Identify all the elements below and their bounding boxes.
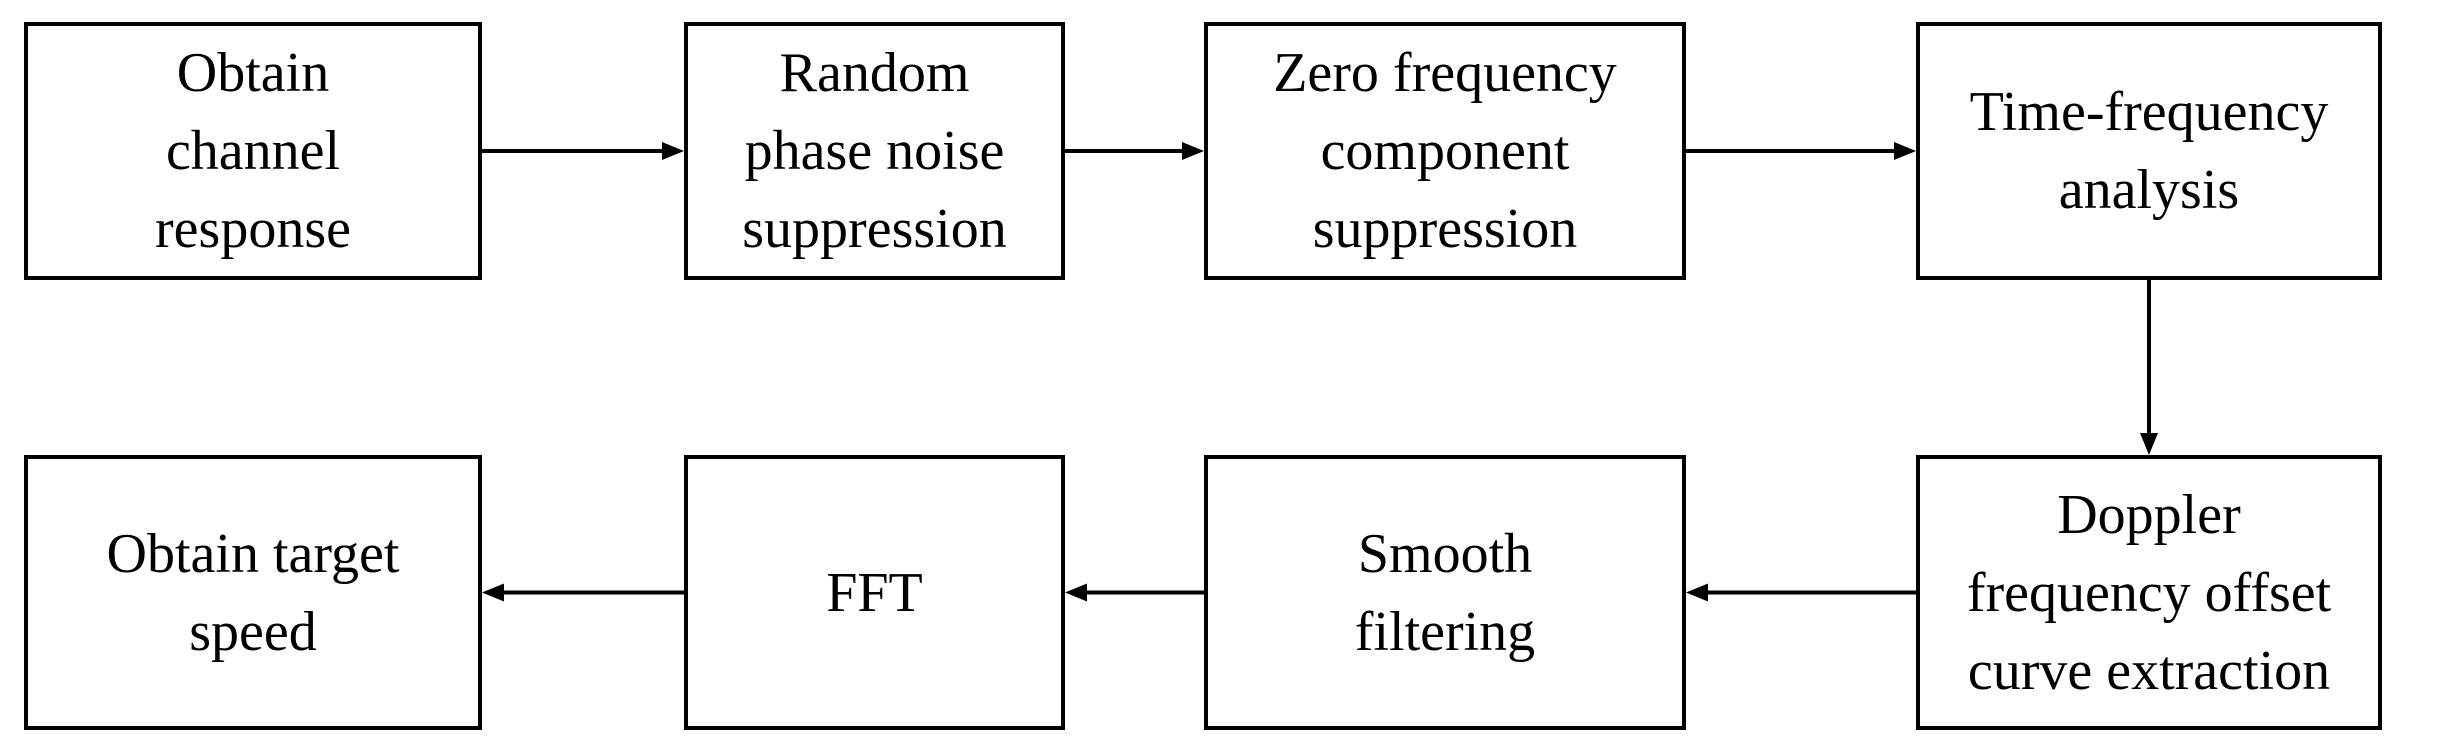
- arrowhead: [1182, 142, 1204, 160]
- node-label-line: speed: [189, 600, 317, 663]
- node-label-line: filtering: [1354, 600, 1536, 663]
- node-label-line: curve extraction: [1967, 639, 2331, 702]
- node-doppler-frequency-offset-curve-extraction: Doppler frequency offset curve extractio…: [1916, 455, 2382, 730]
- node-obtain-target-speed: Obtain target speed: [24, 455, 482, 730]
- node-label-line: analysis: [2058, 159, 2240, 221]
- node-label-line: Smooth: [1357, 522, 1533, 585]
- node-label-line: Zero frequency: [1273, 42, 1617, 104]
- node-smooth-filtering: Smooth filtering: [1204, 455, 1686, 730]
- node-label-line: Time-frequency: [1969, 81, 2329, 143]
- node-label-line: suppression: [1312, 198, 1578, 260]
- arrowhead: [1894, 142, 1916, 160]
- node-fft: FFT: [684, 455, 1065, 730]
- node-label-line: FFT: [826, 561, 923, 624]
- node-obtain-channel-response: Obtain channel response: [24, 22, 482, 280]
- node-label-line: channel: [165, 120, 341, 182]
- arrowhead: [1065, 583, 1087, 602]
- node-time-frequency-analysis: Time-frequency analysis: [1916, 22, 2382, 280]
- node-random-phase-noise-suppression: Random phase noise suppression: [684, 22, 1065, 280]
- node-label-line: Obtain: [176, 42, 330, 104]
- node-label-line: Obtain target: [106, 522, 400, 585]
- arrowhead: [662, 142, 684, 160]
- arrowhead: [1686, 583, 1708, 602]
- arrowhead: [2140, 433, 2158, 455]
- node-label-line: frequency offset: [1966, 561, 2332, 624]
- node-label-line: suppression: [742, 198, 1007, 260]
- arrowhead: [482, 583, 504, 602]
- node-label-line: Random: [779, 42, 970, 104]
- node-label-line: component: [1320, 120, 1570, 182]
- node-label-line: response: [155, 198, 351, 260]
- node-label-line: phase noise: [744, 120, 1005, 182]
- node-label-line: Doppler: [2057, 483, 2241, 546]
- node-zero-frequency-component-suppression: Zero frequency component suppression: [1204, 22, 1686, 280]
